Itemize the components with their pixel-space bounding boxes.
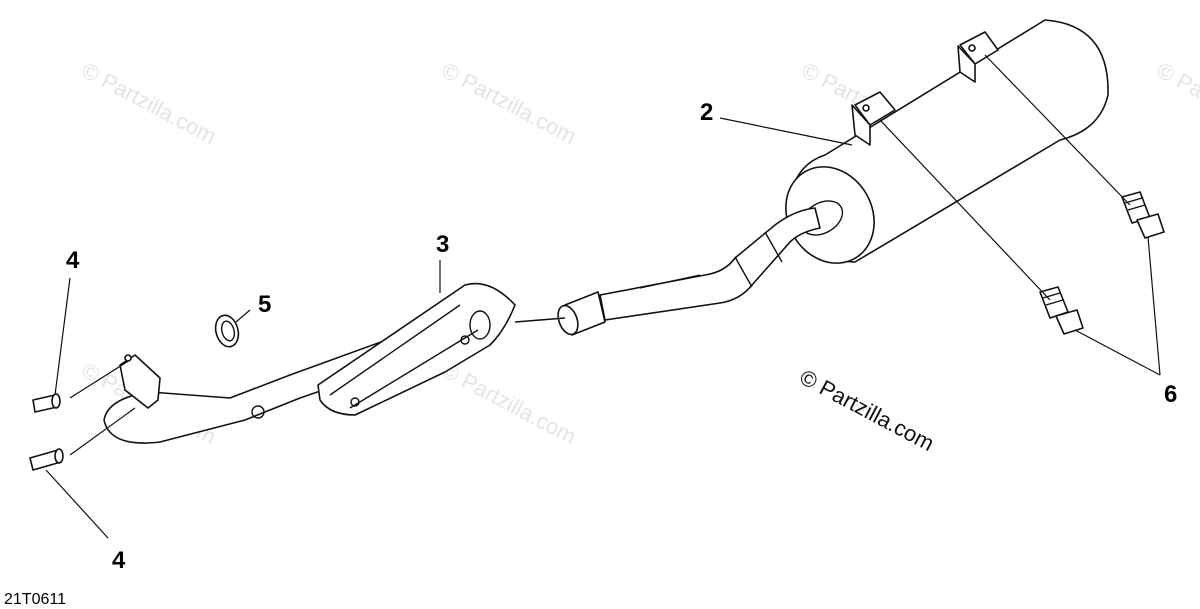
center-line: [514, 317, 566, 323]
watermark-6: © Partzilla.com: [438, 357, 581, 449]
stud-upper: [32, 393, 61, 413]
callout-stud-upper: 4: [66, 247, 80, 274]
watermark-2: © Partzilla.com: [438, 57, 581, 149]
mid-pipe: [557, 207, 821, 336]
gasket: [214, 314, 240, 348]
callout-stud-lower: 4: [112, 547, 126, 574]
callout-bolts: 6: [1164, 381, 1177, 408]
bolt-lower: [1039, 286, 1084, 335]
muffler: [785, 19, 1109, 264]
stud-lower: [29, 448, 64, 471]
figure-reference: 21T0611: [4, 591, 66, 608]
bolt-upper: [1121, 191, 1165, 239]
callout-gasket: 5: [258, 291, 271, 318]
watermark-4: © Partzilla.com: [1153, 57, 1200, 149]
callout-labels: 2 3 4 4 5 6: [66, 99, 1177, 574]
leader-lines: [45, 54, 1161, 539]
callout-heat-shield: 3: [436, 231, 449, 258]
watermark-main: © Partzilla.com: [796, 364, 939, 456]
callout-muffler: 2: [700, 99, 713, 126]
heat-shield: [317, 282, 516, 416]
watermark-1: © Partzilla.com: [78, 57, 221, 149]
